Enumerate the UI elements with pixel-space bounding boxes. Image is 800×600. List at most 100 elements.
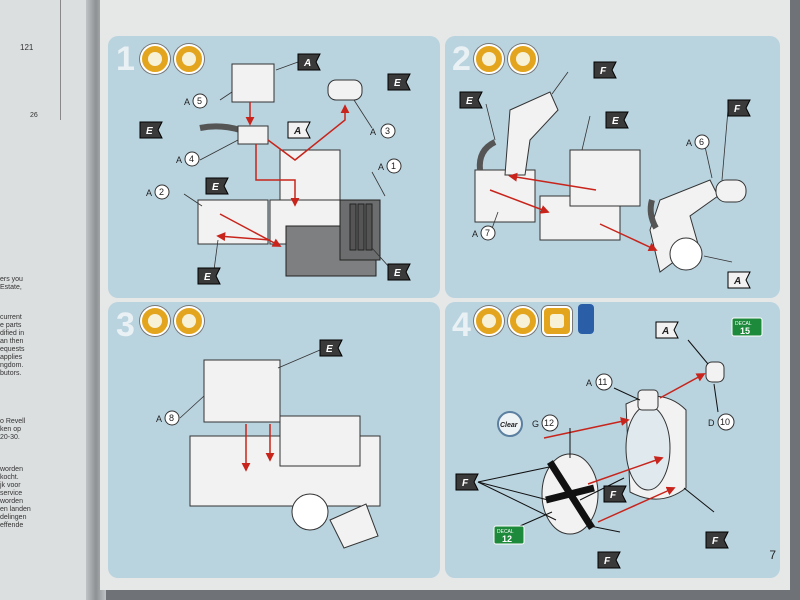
paint-brush-icon <box>174 306 204 336</box>
part-label: G 12 <box>532 414 559 432</box>
svg-text:A: A <box>472 229 478 239</box>
svg-text:E: E <box>466 96 473 107</box>
left-line: delingen <box>0 514 27 521</box>
svg-text:A: A <box>184 97 190 107</box>
left-line: o Revell <box>0 418 26 425</box>
color-flag: A <box>297 53 321 71</box>
part-label: A 4 <box>176 151 200 167</box>
left-line: dified in <box>0 330 25 337</box>
svg-text:E: E <box>146 126 153 137</box>
left-line: service <box>0 490 23 497</box>
left-line: applies <box>0 354 23 361</box>
svg-text:11: 11 <box>598 377 607 387</box>
svg-text:F: F <box>712 536 719 547</box>
glue-icon <box>474 306 504 336</box>
svg-text:E: E <box>612 116 619 127</box>
svg-text:F: F <box>610 490 617 501</box>
svg-text:A: A <box>661 326 669 337</box>
color-flag: E <box>387 73 411 91</box>
left-line: worden <box>0 498 23 505</box>
left-line: worden <box>0 466 23 473</box>
step4-fan-housing <box>541 361 725 535</box>
color-flag: F <box>455 473 479 491</box>
svg-text:2: 2 <box>159 187 164 197</box>
svg-text:F: F <box>462 478 469 489</box>
part-label: A 11 <box>586 373 613 391</box>
color-flag: E <box>205 177 229 195</box>
svg-text:6: 6 <box>699 137 704 147</box>
color-flag: E <box>319 339 343 357</box>
svg-text:A: A <box>293 126 301 137</box>
paint-bottle-icon <box>578 304 594 334</box>
svg-text:A: A <box>370 127 376 137</box>
left-line: butors. <box>0 370 22 377</box>
svg-text:G: G <box>532 419 539 429</box>
left-line: en landen <box>0 506 31 513</box>
svg-text:A: A <box>303 58 311 69</box>
part-label: A 6 <box>686 134 710 150</box>
color-flag: F <box>593 61 617 79</box>
color-flag: E <box>459 91 483 109</box>
left-line: ken op <box>0 426 22 433</box>
svg-text:A: A <box>146 188 152 198</box>
part-label: A 2 <box>146 184 170 200</box>
svg-text:E: E <box>204 272 211 283</box>
decal-water-icon <box>542 306 572 336</box>
paint-brush-icon <box>174 44 204 74</box>
left-line: current <box>0 314 22 321</box>
svg-text:F: F <box>600 66 607 77</box>
step-number: 3 <box>116 306 135 344</box>
step1-tube <box>327 79 363 101</box>
step1-engine-block <box>197 149 381 277</box>
left-page: 121 26 ers you Estate, current e parts d… <box>0 0 92 600</box>
svg-text:A: A <box>733 276 741 287</box>
svg-text:10: 10 <box>720 417 730 427</box>
color-flag: E <box>387 263 411 281</box>
left-line: an then <box>0 338 24 345</box>
svg-text:A: A <box>586 378 592 388</box>
part-label: A 1 <box>378 158 402 174</box>
clear-paint-badge: Clear <box>497 411 523 437</box>
part-label: A 5 <box>184 93 208 109</box>
svg-text:A: A <box>378 162 384 172</box>
step1-cylinder-head <box>231 63 275 103</box>
svg-text:D: D <box>708 418 715 428</box>
svg-text:Clear: Clear <box>500 422 519 429</box>
svg-text:8: 8 <box>169 413 174 423</box>
left-line: ngdom. <box>0 362 24 369</box>
svg-text:3: 3 <box>385 126 390 136</box>
step1-hose <box>199 123 269 145</box>
color-flag: A <box>727 271 751 289</box>
svg-text:E: E <box>394 268 401 279</box>
left-line: effende <box>0 522 24 529</box>
paint-brush-icon <box>508 44 538 74</box>
glue-icon <box>140 44 170 74</box>
color-flag: F <box>603 485 627 503</box>
instruction-page: 1 2 3 4 7 <box>100 0 790 590</box>
svg-text:1: 1 <box>391 161 396 171</box>
svg-text:A: A <box>686 138 692 148</box>
svg-text:A: A <box>156 414 162 424</box>
svg-text:E: E <box>394 78 401 89</box>
svg-text:DECAL: DECAL <box>497 529 514 535</box>
color-flag: E <box>139 121 163 139</box>
color-flag: F <box>727 99 751 117</box>
step3-engine <box>189 359 381 549</box>
color-flag: A <box>287 121 311 139</box>
step-number: 2 <box>452 40 471 78</box>
left-line: equests <box>0 346 25 353</box>
svg-text:7: 7 <box>485 228 490 238</box>
color-flag: F <box>597 551 621 569</box>
svg-text:F: F <box>734 104 741 115</box>
left-line: kocht. <box>0 474 19 481</box>
decal-badge: DECAL 15 <box>731 317 763 337</box>
part-label: A 3 <box>370 123 396 139</box>
svg-text:F: F <box>604 556 611 567</box>
part-label: D 10 <box>708 413 735 431</box>
svg-text:5: 5 <box>197 96 202 106</box>
svg-text:4: 4 <box>189 154 194 164</box>
color-flag: A <box>655 321 679 339</box>
svg-text:E: E <box>212 182 219 193</box>
left-line: jk voor <box>0 482 21 489</box>
left-line: ers you <box>0 276 23 283</box>
